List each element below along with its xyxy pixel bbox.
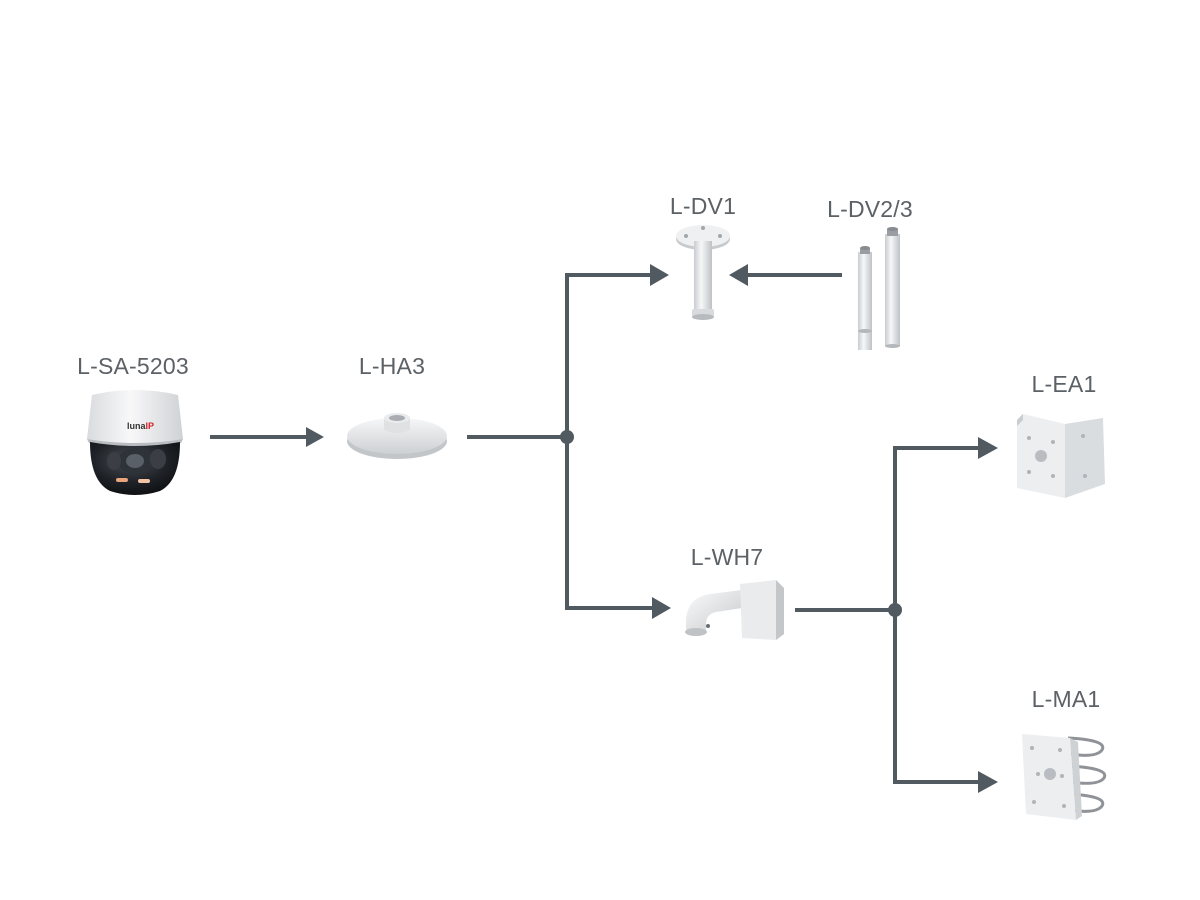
pendant-long-image: [858, 227, 900, 350]
arrowhead-pendant-long: [729, 264, 748, 286]
junction-dot-right: [888, 603, 902, 617]
pole-adapter-image: [1022, 734, 1107, 820]
corner-adapter-image: [1017, 414, 1105, 498]
corner-adapter-label: L-EA1: [1031, 371, 1097, 397]
pendant-short-image: [676, 225, 730, 320]
pendant-long-label: L-DV2/3: [827, 196, 913, 222]
camera-image: lunaIP: [87, 390, 183, 495]
adapter-image: [347, 413, 447, 459]
pendant-short-label: L-DV1: [669, 193, 737, 219]
wall-bracket-label: L-WH7: [690, 544, 764, 570]
junction-to-pendant-line: [565, 273, 650, 437]
arrowhead-adapter: [306, 427, 324, 447]
junction-dot-left: [560, 430, 574, 444]
arrowhead-pendant: [650, 264, 669, 286]
pole-adapter-label: L-MA1: [1031, 686, 1101, 712]
arrowhead-corner: [978, 437, 998, 459]
junction-to-corner-line: [893, 446, 980, 610]
adapter-label: L-HA3: [358, 353, 426, 379]
arrowhead-wall-bracket: [652, 597, 671, 619]
wall-bracket-image: [685, 580, 784, 640]
camera-label: L-SA-5203: [77, 353, 189, 379]
arrowhead-pole: [978, 771, 998, 793]
junction-to-wall-bracket-line: [565, 437, 652, 610]
camera-brand-logo: lunaIP: [127, 421, 154, 431]
junction-to-pole-line: [893, 610, 980, 784]
